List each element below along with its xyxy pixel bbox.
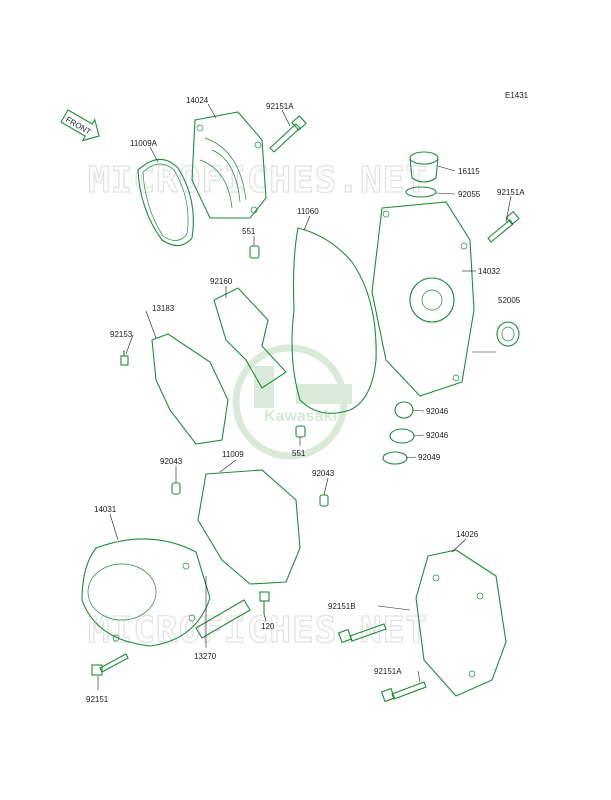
part-dowel-551-top [249, 245, 260, 259]
label-11009: 11009 [222, 450, 244, 459]
part-bolt-92151A-top [269, 115, 307, 153]
label-11060: 11060 [297, 207, 319, 216]
part-labels: 14024 92151A 11009A 16115 92055 92151A 1… [86, 96, 525, 704]
label-11009A: 11009A [130, 139, 158, 148]
label-52005: 52005 [498, 296, 521, 305]
watermark-top: MICROFICHES.NET [88, 160, 428, 201]
part-seal-52005 [496, 321, 520, 347]
part-dowel-551-bottom [295, 425, 306, 438]
part-cap-16115 [409, 151, 439, 183]
label-92046-b: 92046 [426, 431, 449, 440]
label-13270: 13270 [194, 652, 217, 661]
label-92049: 92049 [418, 453, 441, 462]
part-bolt-92151B [337, 623, 387, 644]
kawasaki-logo: Kawasaki [232, 344, 352, 460]
label-14032: 14032 [478, 267, 501, 276]
logo-text: Kawasaki [264, 408, 337, 425]
leader-lines [97, 103, 512, 690]
part-bolt-92151A-right [487, 210, 520, 243]
label-92153: 92153 [110, 330, 133, 339]
part-seal-92049 [382, 451, 408, 465]
part-bolt-92151 [91, 653, 129, 676]
label-92151B: 92151B [328, 602, 356, 611]
part-gasket-11060 [291, 227, 377, 414]
part-bearing-92046-b [389, 428, 415, 444]
part-bearing-92046-a [394, 401, 414, 419]
label-14026: 14026 [456, 530, 479, 539]
label-120: 120 [261, 622, 275, 631]
label-92151A-top: 92151A [266, 102, 294, 111]
label-92151: 92151 [86, 695, 109, 704]
part-screw-92153 [120, 350, 129, 366]
part-gasket-11009A [137, 158, 194, 247]
part-dowel-92043-right [319, 494, 329, 507]
part-plate-13183 [151, 333, 229, 445]
label-551-bottom: 551 [292, 449, 306, 458]
label-14031: 14031 [94, 505, 117, 514]
label-92046-a: 92046 [426, 407, 449, 416]
part-oring-92055 [405, 186, 437, 198]
label-16115: 16115 [458, 167, 480, 176]
part-dowel-92043-left [171, 482, 181, 495]
label-13183: 13183 [152, 304, 175, 313]
label-92055: 92055 [458, 190, 481, 199]
diagram-code: E1431 [505, 91, 529, 100]
part-gasket-11009 [197, 469, 301, 585]
label-14024: 14024 [186, 96, 209, 105]
part-cover-14026 [415, 549, 507, 697]
watermark-bottom: MICROFICHES.NET [88, 610, 428, 651]
part-plate-13270 [195, 599, 251, 639]
label-551-top: 551 [242, 227, 256, 236]
part-bolt-120 [259, 591, 270, 614]
label-92043-right: 92043 [312, 469, 335, 478]
label-92043-left: 92043 [160, 457, 183, 466]
label-92160: 92160 [210, 277, 233, 286]
part-cover-14024 [191, 111, 267, 219]
part-plate-92160 [213, 287, 287, 389]
part-clutch-cover-14032 [371, 201, 475, 397]
label-92151A-bottom: 92151A [374, 667, 402, 676]
label-92151A-right: 92151A [497, 188, 525, 197]
part-bolt-92151A-bottom [380, 681, 427, 703]
front-arrow-icon: FRONT [60, 109, 100, 142]
part-generator-cover-14031 [81, 538, 211, 647]
